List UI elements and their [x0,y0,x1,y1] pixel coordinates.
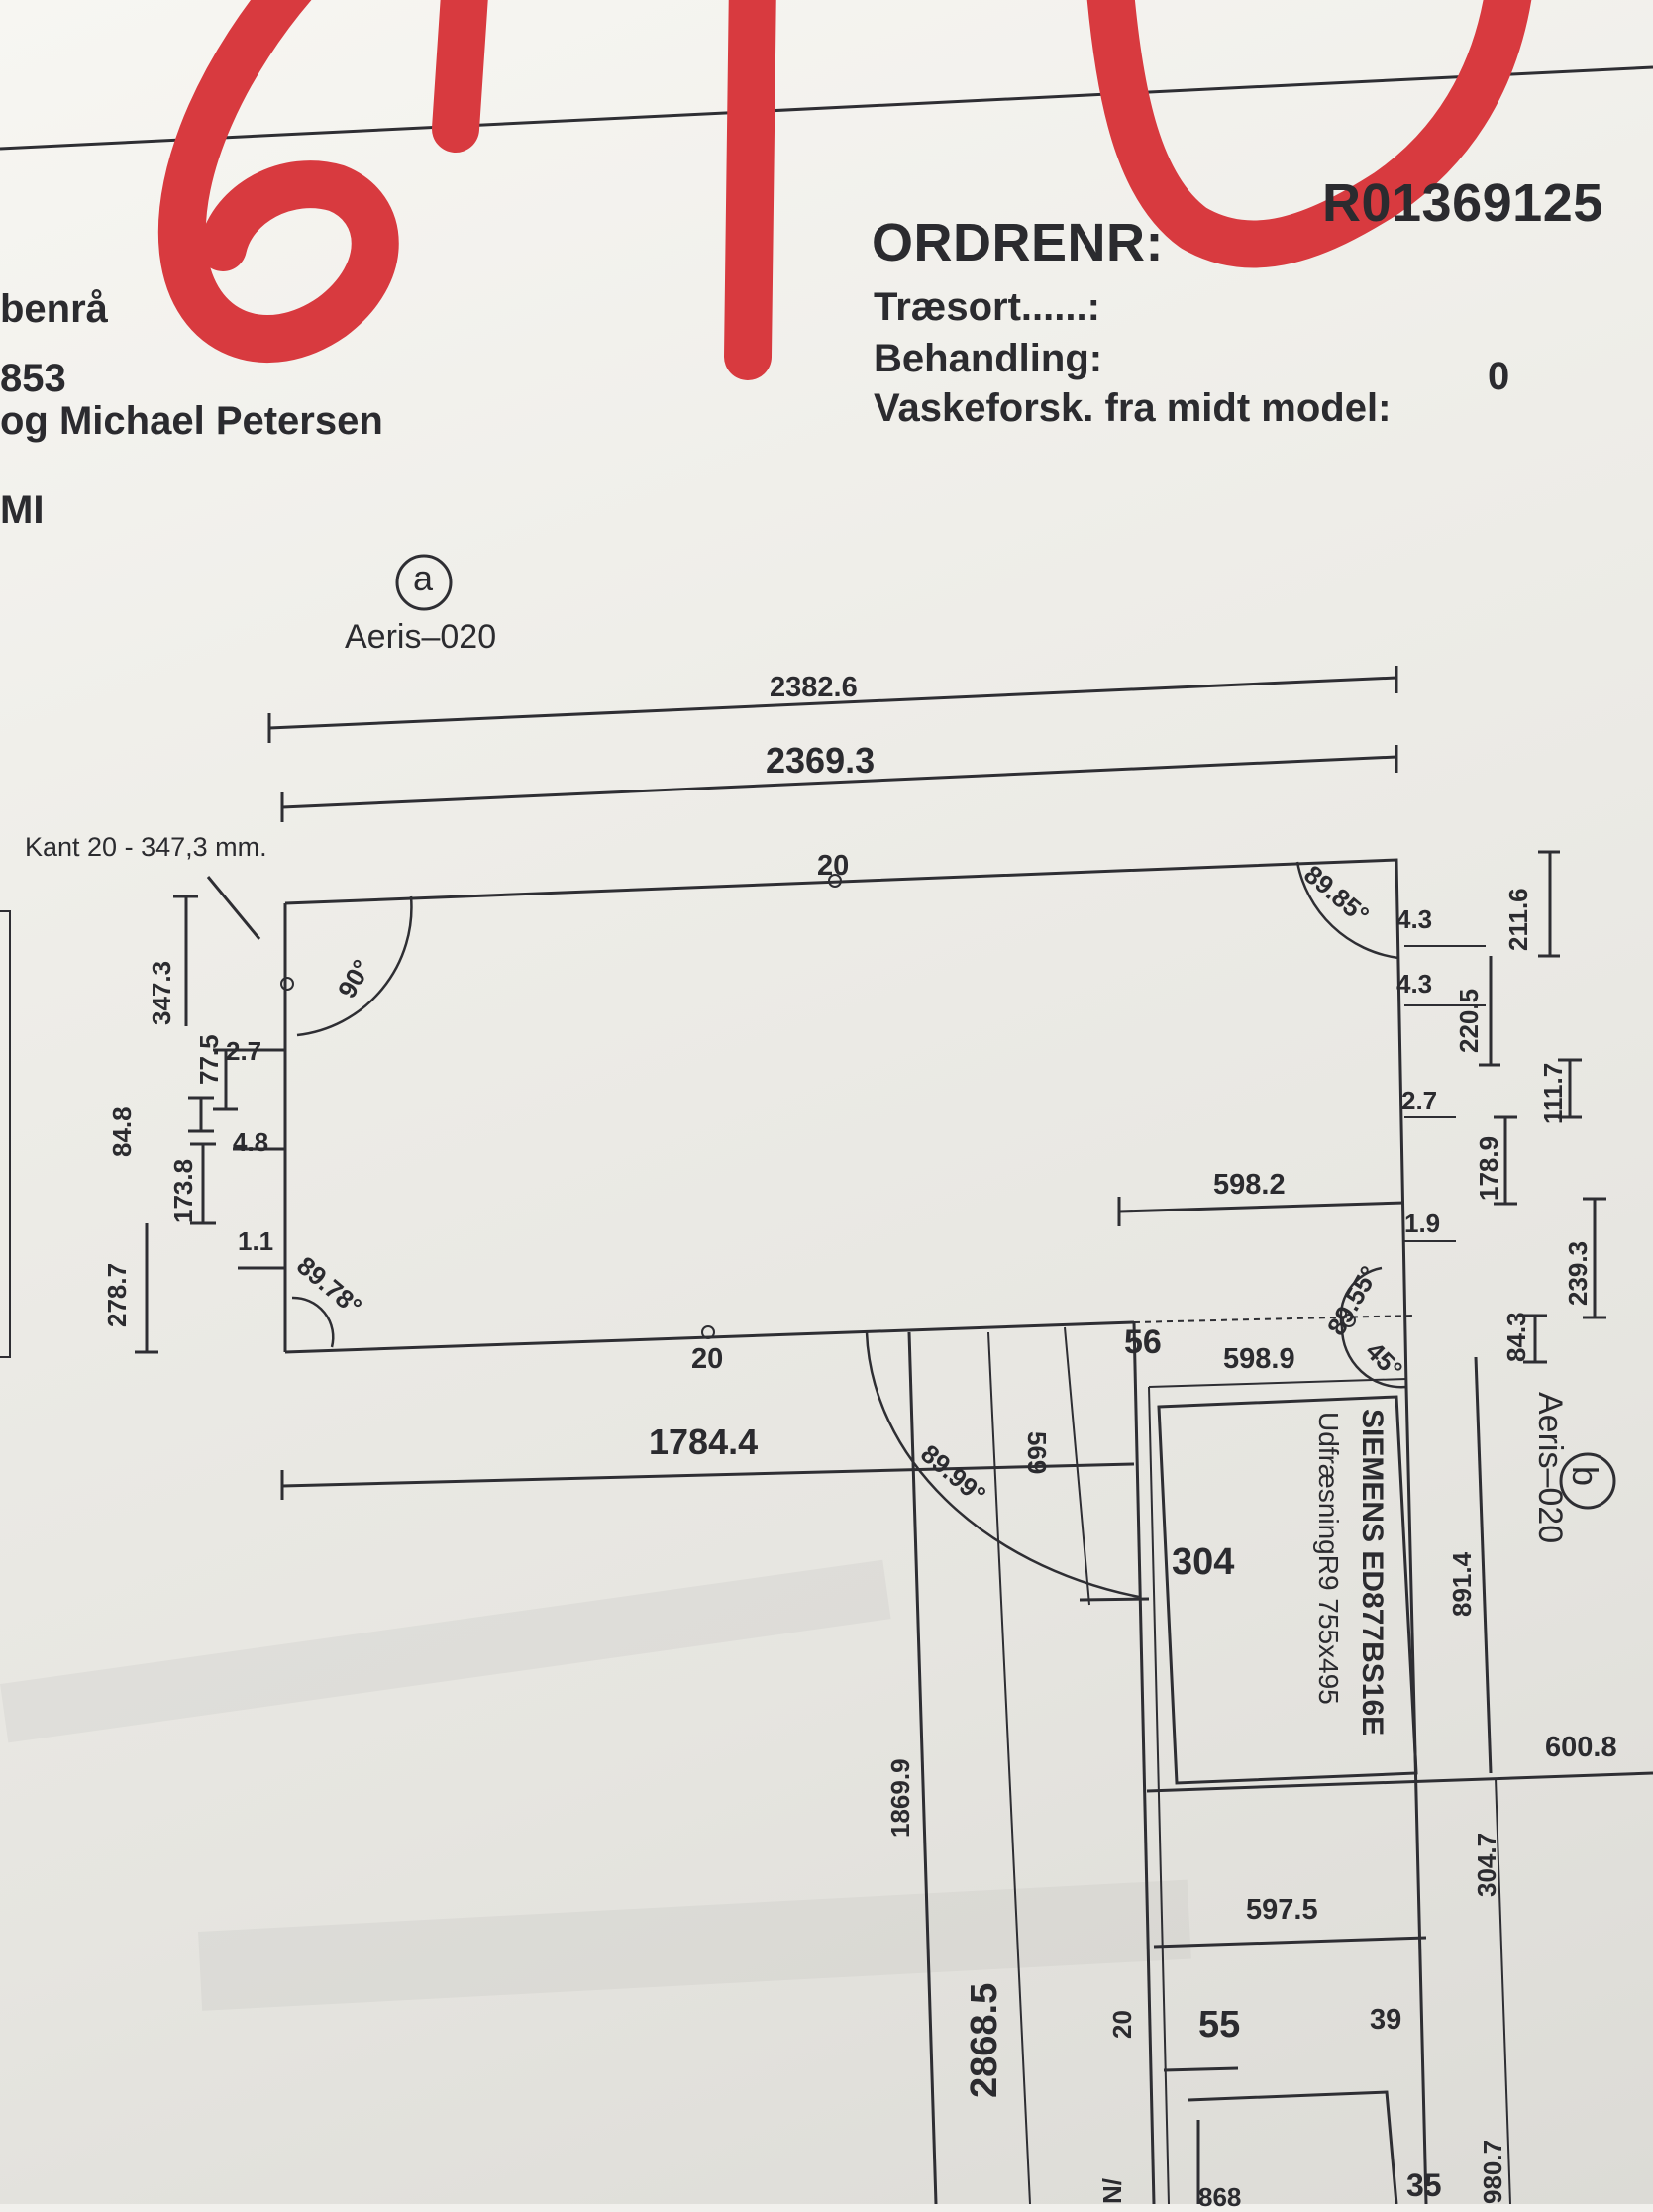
dim-304-7: 304.7 [1472,1832,1501,1897]
dim-1869: 1869.9 [885,1758,915,1838]
piece-a-model: Aeris–020 [345,618,497,656]
dim-600-8: 600.8 [1545,1732,1617,1763]
sink-offset-value: 0 [1488,355,1510,398]
red-handwriting [157,0,1532,380]
dim-2369: 2369.3 [766,740,876,781]
address-line-4: MI [0,488,45,532]
treatment-label: Behandling: [874,337,1103,380]
dim-39: 39 [1370,2004,1402,2036]
dim-597-5: 597.5 [1246,1894,1318,1926]
marker-circle-a [395,554,453,611]
dim-1-1: 1.1 [238,1226,274,1256]
fragment-868: 868 [1198,2182,1242,2212]
dim-220: 220.5 [1454,988,1484,1053]
dim-4-3-a: 4.3 [1396,904,1433,934]
dim-77-5: 77.5 [194,1034,224,1085]
dim-347: 347.3 [147,960,176,1025]
address-line-3: og Michael Petersen [0,399,383,443]
dim-2-7-b: 2.7 [1401,1086,1438,1115]
header-rule [0,65,1653,151]
dim-598-9: 598.9 [1223,1343,1295,1375]
dim-304: 304 [1172,1541,1235,1583]
address-line-1: benrå [0,287,108,331]
dim-569: 569 [1022,1431,1052,1475]
dim-598-2: 598.2 [1213,1169,1286,1201]
fragment-n: N/ [1097,2178,1127,2204]
dim-173: 173.8 [168,1158,198,1223]
dim-1784: 1784.4 [649,1422,759,1462]
piece-b-marker: b [1565,1466,1605,1487]
wood-type-label: Træsort......: [874,285,1100,329]
edge-note: Kant 20 - 347,3 mm. [25,832,267,862]
dim-980: 980.7 [1478,2139,1507,2204]
appliance-model: SIEMENS ED877BS16E [1356,1409,1389,1737]
dim-2868: 2868.5 [964,1982,1005,2098]
piece-b-model: Aeris–020 [1531,1392,1569,1544]
dim-891: 891.4 [1447,1551,1477,1617]
dim-239: 239.3 [1563,1240,1593,1306]
dim-4-8: 4.8 [233,1127,269,1157]
order-number-value: R01369125 [1322,173,1603,233]
piece-a-marker: a [413,558,434,598]
dim-35: 35 [1406,2167,1442,2203]
dim-56: 56 [1124,1323,1162,1361]
dim-55: 55 [1198,2004,1241,2046]
dim-278: 278.7 [102,1262,132,1327]
marker-circle-b [1559,1452,1616,1510]
dim-84-8: 84.8 [107,1106,137,1157]
dim-211: 211.6 [1503,888,1533,951]
countertop-outline [284,858,1428,2204]
appliance-cutout: UdfræsningR9 755x495 [1313,1412,1344,1705]
dim-4-3-b: 4.3 [1396,969,1433,999]
dim-1-9: 1.9 [1404,1209,1441,1238]
dim-top-20: 20 [817,850,850,882]
address-line-2: 853 [0,357,66,400]
dim-2382: 2382.6 [770,672,858,703]
order-number-label: ORDRENR: [872,213,1164,272]
dim-111: 111.7 [1538,1062,1568,1124]
dim-2-7-a: 2.7 [226,1036,262,1066]
dim-84-3: 84.3 [1501,1312,1531,1362]
dim-178: 178.9 [1474,1135,1503,1201]
dim-20-vertical: 20 [1107,2010,1137,2039]
dim-bottom-20: 20 [691,1343,724,1375]
sink-offset-label: Vaskeforsk. fra midt model: [874,386,1392,430]
